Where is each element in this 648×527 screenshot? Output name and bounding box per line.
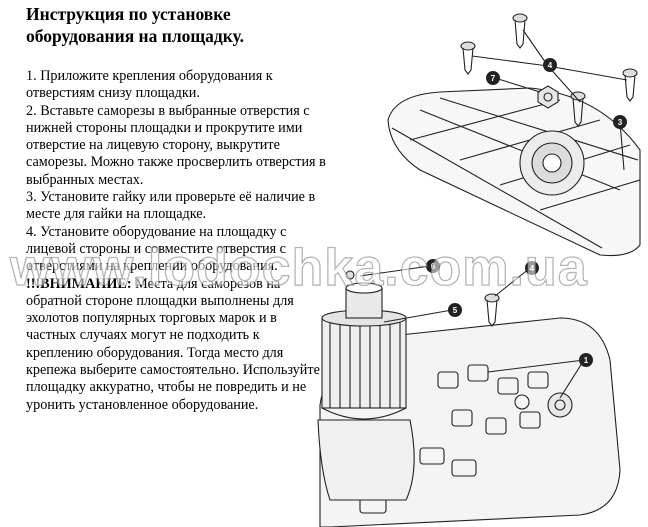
callout-7: 7 [486, 71, 500, 85]
svg-text:6: 6 [431, 262, 436, 271]
svg-text:4: 4 [548, 61, 553, 70]
callout-1: 1 [579, 353, 593, 367]
mount-adapter [317, 282, 415, 501]
mounting-plate-top [387, 87, 641, 257]
instruction-steps: 1. Приложите крепления оборудования к от… [26, 68, 326, 414]
callout-4: 4 [543, 58, 557, 72]
step-3: 3. Установите гайку или проверьте её нал… [26, 189, 316, 223]
step-2: 2. Вставьте саморезы в выбранные отверст… [26, 102, 326, 188]
svg-text:1: 1 [584, 356, 589, 365]
mounting-diagram: 4 7 3 6 4 5 1 [317, 13, 641, 527]
callout-3: 3 [613, 115, 627, 129]
step-4: 4. Установите оборудование на площадку с… [26, 223, 287, 275]
screw-icon [345, 270, 355, 280]
warning-paragraph: !!!ВНИМАНИЕ: Места для саморезов на обра… [26, 276, 326, 414]
svg-text:4: 4 [530, 264, 535, 273]
svg-text:3: 3 [618, 118, 623, 127]
warning-text: Места для саморезов на обратной стороне … [26, 275, 320, 413]
screw-icon [460, 41, 476, 75]
callout-4-lower: 4 [525, 261, 539, 275]
svg-text:7: 7 [491, 74, 496, 83]
screw-icon [622, 68, 638, 102]
nut-icon [537, 85, 559, 109]
svg-text:5: 5 [453, 306, 458, 315]
screw-icon [484, 293, 500, 327]
callout-6: 6 [426, 259, 440, 273]
step-1: 1. Приложите крепления оборудования к от… [26, 68, 273, 102]
callout-5: 5 [448, 303, 462, 317]
screw-icon [512, 13, 528, 49]
warning-label: !!!ВНИМАНИЕ: [26, 275, 132, 292]
instruction-title: Инструкция по установке оборудования на … [26, 4, 244, 46]
